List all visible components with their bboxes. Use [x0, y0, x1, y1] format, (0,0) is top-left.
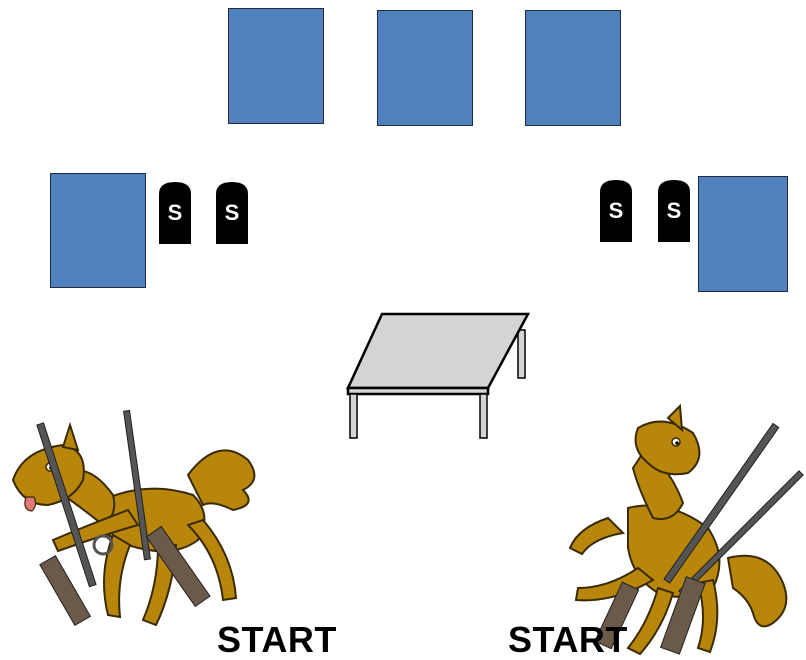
target-top-left: [228, 8, 324, 124]
start-label-left: START: [217, 619, 337, 660]
target-top-center: [377, 10, 473, 126]
rifle-icon: [36, 422, 114, 626]
stone-letter: S: [667, 198, 682, 223]
table-icon: [340, 310, 540, 445]
tombstone-icon: S: [157, 180, 193, 246]
tombstone-icon: S: [598, 178, 634, 244]
rifle-icon: [659, 470, 804, 655]
target-left: [50, 173, 146, 288]
stick-horse-icon: [8, 405, 273, 645]
start-label-right: START: [508, 619, 628, 660]
rifle-icon: [594, 422, 780, 650]
stone-letter: S: [609, 198, 624, 223]
tombstone-icon: S: [214, 180, 250, 246]
rifle-icon: [123, 409, 211, 608]
target-right: [698, 176, 788, 292]
stick-horse-icon: [568, 403, 804, 658]
stone-letter: S: [225, 200, 240, 225]
stone-letter: S: [168, 200, 183, 225]
tombstone-icon: S: [656, 178, 692, 244]
target-top-right: [525, 10, 621, 126]
